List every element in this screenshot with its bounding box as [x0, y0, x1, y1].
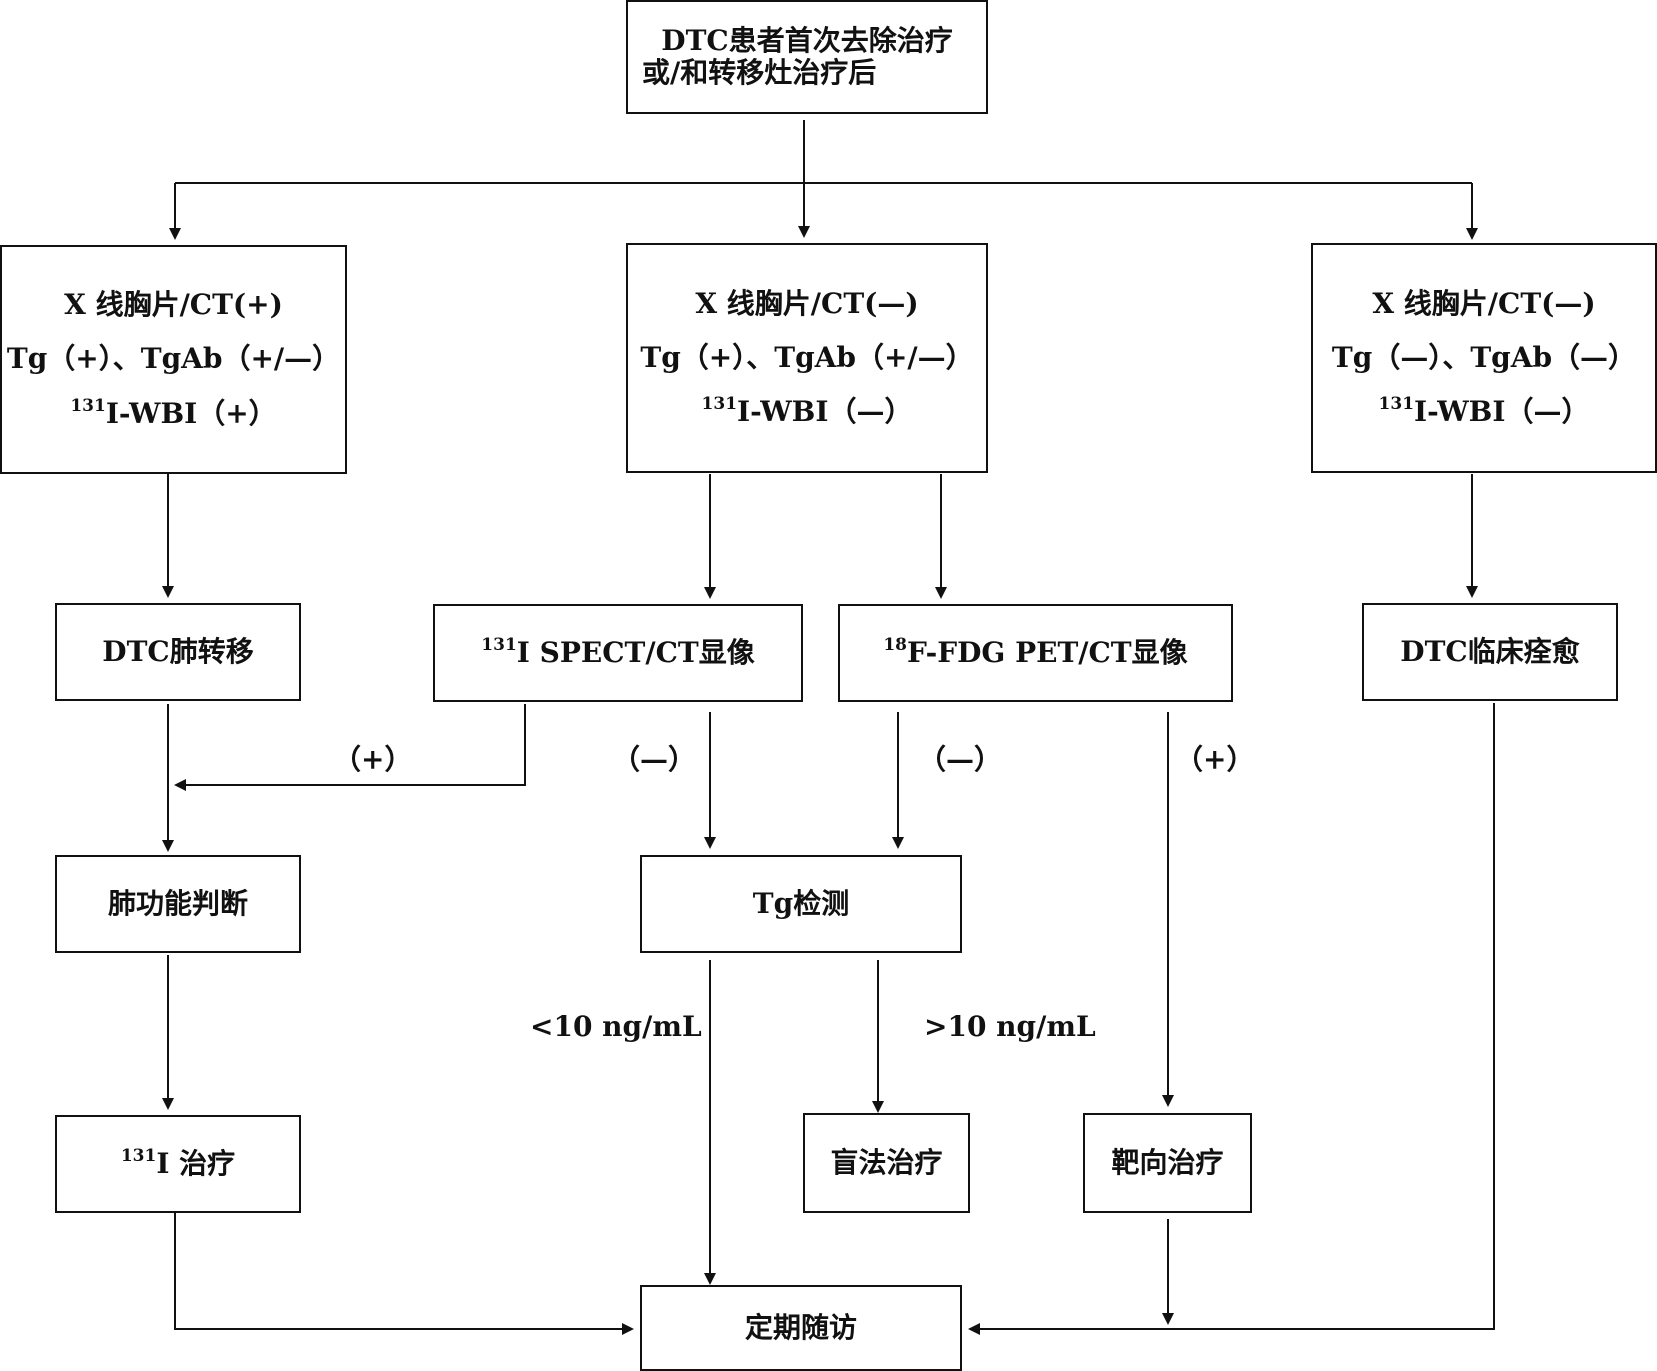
- col1-line1: X 线胸片/CT(+): [64, 288, 283, 322]
- therapy-to-followup: [174, 1212, 634, 1335]
- spect-positive-label: （+）: [333, 743, 413, 776]
- condition-box-tg-positive: X 线胸片/CT(—) Tg（+）、TgAb（+/—） 131I-WBI（—）: [626, 243, 988, 473]
- targeted-therapy-box: 靶向治疗: [1083, 1113, 1252, 1213]
- spect-negative-label: （—）: [612, 743, 697, 776]
- iodine-therapy-box: 131I 治疗: [55, 1115, 301, 1213]
- iodine-therapy-text: I 治疗: [156, 1146, 236, 1180]
- pet-box: 18F-FDG PET/CT显像: [838, 604, 1233, 702]
- pet-text: F-FDG PET/CT显像: [907, 635, 1188, 669]
- col1-line3: 131I-WBI（+）: [70, 395, 277, 430]
- pet-positive-label: （+）: [1175, 743, 1255, 776]
- tg-low-label: <10 ng/mL: [530, 1010, 702, 1043]
- lung-function-text: 肺功能判断: [107, 886, 248, 920]
- start-box: DTC患者首次去除治疗 或/和转移灶治疗后: [626, 0, 988, 114]
- lung-function-box: 肺功能判断: [55, 855, 301, 953]
- iodine-therapy-sup: 131: [120, 1145, 157, 1166]
- targeted-therapy-text: 靶向治疗: [1111, 1145, 1224, 1179]
- col2-line3-text: I-WBI（—）: [737, 395, 913, 429]
- start-line1: DTC患者首次去除治疗: [661, 23, 953, 57]
- start-line2: 或/和转移灶治疗后: [642, 56, 877, 89]
- col1-line3-text: I-WBI（+）: [105, 396, 277, 430]
- col1-sup: 131: [70, 395, 106, 416]
- clinical-cure-box: DTC临床痊愈: [1362, 603, 1618, 701]
- lung-metastasis-box: DTC肺转移: [55, 603, 301, 701]
- cured-to-followup: [968, 703, 1495, 1335]
- tg-high-label: >10 ng/mL: [924, 1010, 1096, 1043]
- follow-up-text: 定期随访: [744, 1310, 857, 1344]
- col2-line1: X 线胸片/CT(—): [695, 286, 919, 320]
- empiric-therapy-text: 盲法治疗: [830, 1145, 943, 1179]
- empiric-therapy-box: 盲法治疗: [803, 1113, 970, 1213]
- tg-test-text: Tg检测: [752, 886, 850, 920]
- col3-line3-text: I-WBI（—）: [1414, 395, 1590, 429]
- col2-sup: 131: [701, 394, 738, 415]
- pet-line: 18F-FDG PET/CT显像: [883, 634, 1188, 669]
- iodine-therapy-line: 131I 治疗: [120, 1145, 236, 1180]
- col3-line1: X 线胸片/CT(—): [1372, 286, 1596, 320]
- clinical-cure-text: DTC临床痊愈: [1400, 634, 1580, 668]
- col3-line3: 131I-WBI（—）: [1378, 394, 1590, 429]
- col1-line2: Tg（+）、TgAb（+/—）: [6, 342, 341, 376]
- col2-line3: 131I-WBI（—）: [701, 394, 913, 429]
- condition-box-positive: X 线胸片/CT(+) Tg（+）、TgAb（+/—） 131I-WBI（+）: [0, 245, 347, 474]
- col3-sup: 131: [1378, 394, 1415, 415]
- spect-box: 131I SPECT/CT显像: [433, 604, 803, 702]
- spect-text: I SPECT/CT显像: [516, 635, 755, 669]
- spect-pos-to-lung: [174, 704, 526, 791]
- pet-sup: 18: [883, 634, 907, 655]
- tg-test-box: Tg检测: [640, 855, 962, 953]
- col2-line2: Tg（+）、TgAb（+/—）: [640, 340, 974, 374]
- spect-sup: 131: [481, 634, 517, 655]
- col3-line2: Tg（—）、TgAb（—）: [1331, 340, 1637, 374]
- spect-line: 131I SPECT/CT显像: [481, 634, 755, 669]
- condition-box-negative: X 线胸片/CT(—) Tg（—）、TgAb（—） 131I-WBI（—）: [1311, 243, 1657, 473]
- lung-metastasis-text: DTC肺转移: [102, 634, 254, 668]
- pet-negative-label: （—）: [918, 743, 1003, 776]
- follow-up-box: 定期随访: [640, 1285, 962, 1371]
